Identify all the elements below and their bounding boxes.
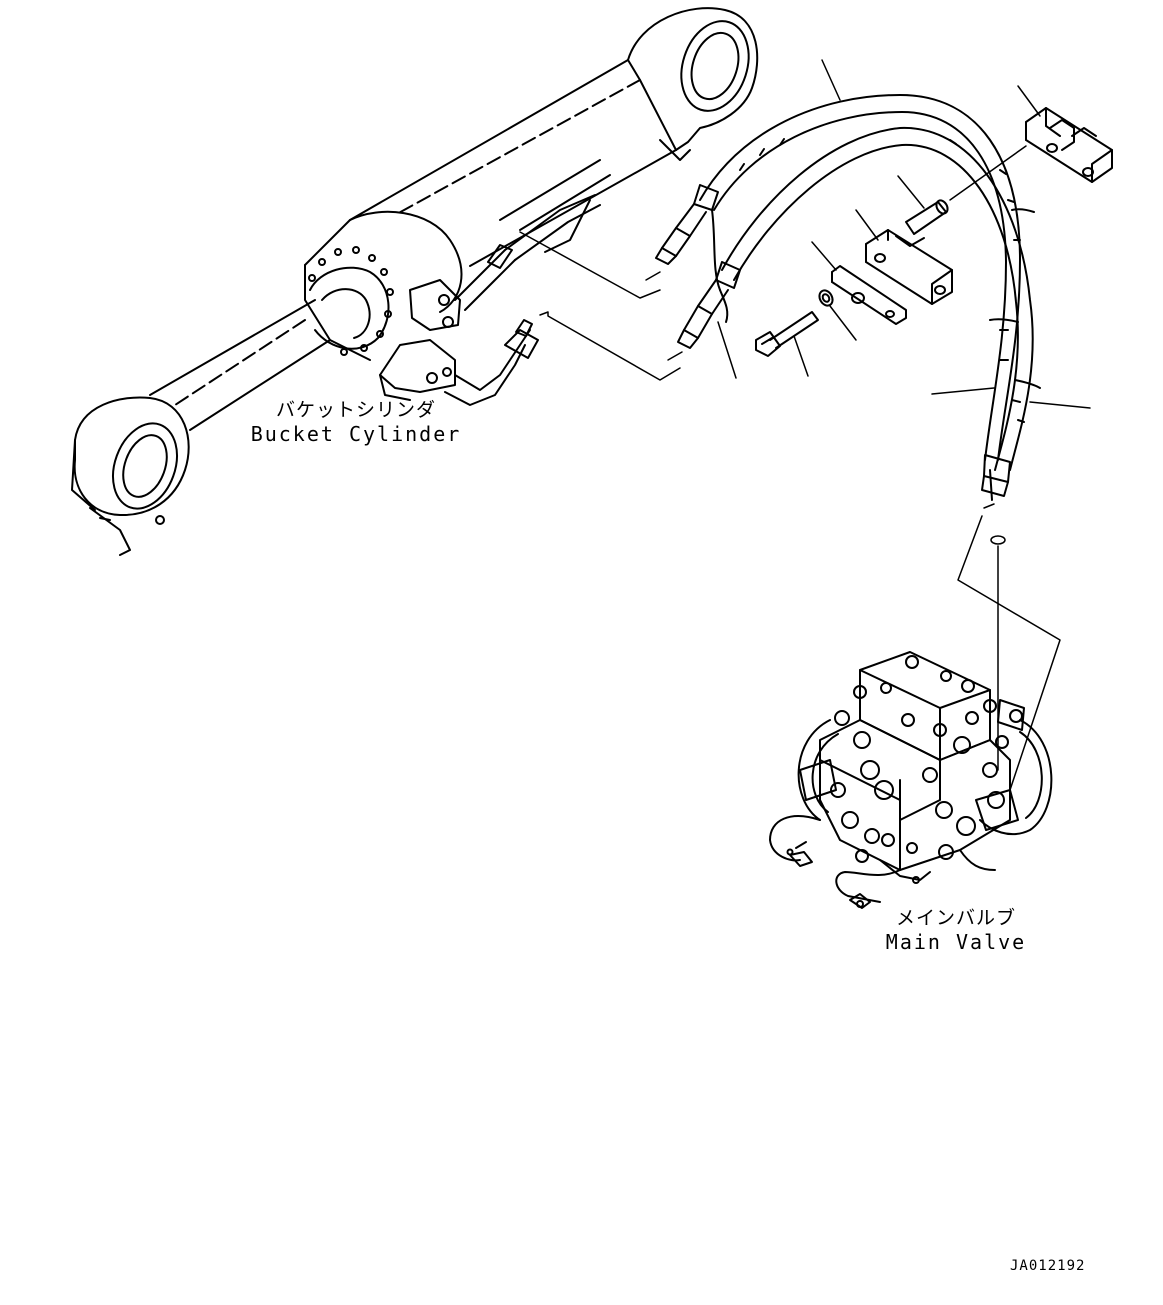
- spacer-pin: [897, 145, 1027, 235]
- hydraulic-hoses: [655, 59, 1091, 501]
- leader-pin-to-clamp: [949, 145, 1027, 201]
- leader-bolt: [793, 335, 809, 377]
- main-valve: [769, 651, 1053, 909]
- bucket-cylinder-label-en: Bucket Cylinder: [250, 422, 462, 446]
- leader-pin: [897, 175, 925, 209]
- leader-line-cylinder-bottom: [539, 311, 681, 381]
- leader-washer: [829, 305, 857, 341]
- bucket-cylinder-label-jp: バケットシリンダ: [275, 399, 436, 421]
- oring-mark-top: [645, 271, 661, 281]
- clamp-plate: [811, 241, 907, 325]
- hose-fitting-bottom: [677, 261, 741, 349]
- cylinder-rod-eye: [627, 7, 759, 161]
- leader-clamp-top: [1017, 85, 1041, 117]
- hose-b: [721, 126, 1034, 471]
- bucket-cylinder: [71, 7, 759, 556]
- leader-hose-left: [717, 321, 737, 379]
- cylinder-rod: [149, 299, 331, 431]
- leader-hose-right-a: [931, 387, 995, 395]
- clamp-block-middle: [855, 209, 953, 305]
- main-valve-label: メインバルブ Main Valve: [866, 906, 1046, 954]
- oring-mark-bottom: [667, 351, 683, 361]
- main-valve-label-en: Main Valve: [885, 930, 1027, 954]
- washer: [818, 289, 857, 341]
- cylinder-tube: [349, 59, 677, 267]
- cylinder-ports: [379, 194, 601, 406]
- hose-fitting-top: [655, 184, 721, 291]
- hose-a: [699, 94, 1021, 461]
- drawing-id: JA012192: [1010, 1258, 1086, 1274]
- leader-plate: [811, 241, 837, 271]
- valve-connection-leaders: [957, 503, 1061, 791]
- leader-hose-top: [821, 59, 841, 101]
- bolt: [755, 311, 819, 377]
- leader-hose-right-b: [1029, 401, 1091, 409]
- main-valve-label-jp: メインバルブ: [895, 907, 1016, 929]
- bucket-cylinder-label: バケットシリンダ Bucket Cylinder: [246, 398, 466, 446]
- leader-line-cylinder-top: [519, 231, 661, 299]
- cylinder-bottom-eye: [71, 396, 190, 556]
- clamp-block-top: [1017, 85, 1113, 183]
- leader-clamp-middle: [855, 209, 879, 241]
- cylinder-head-flange: [304, 210, 463, 361]
- hose-fitting-valve: [981, 454, 1011, 501]
